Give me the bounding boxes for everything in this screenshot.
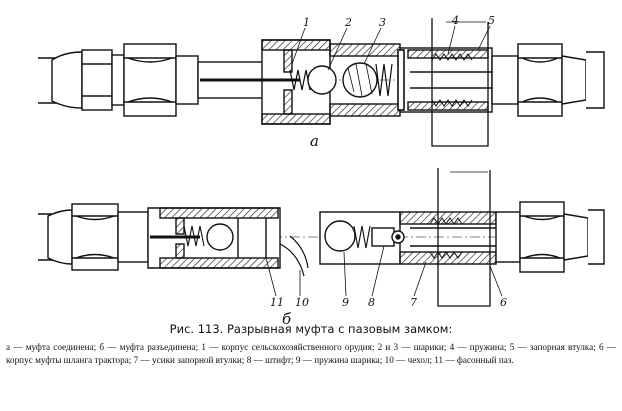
legend-line-1: а — муфта соединена; б — муфта разъедине… <box>6 342 507 352</box>
callout-6: 6 <box>500 296 507 309</box>
callout-1: 1 <box>303 16 310 29</box>
figure-caption: Рис. 113. Разрывная муфта с пазовым замк… <box>169 322 453 336</box>
label-disconnected: б <box>282 310 292 328</box>
callout-5: 5 <box>488 14 495 27</box>
callout-11: 11 <box>270 296 284 309</box>
legend-line-2: 5 — запорная втулка; 6 — корпус муфты шл… <box>6 342 616 365</box>
callout-10: 10 <box>295 296 309 309</box>
figure-legend: а — муфта соединена; б — муфта разъедине… <box>6 341 616 367</box>
legend-line-3: 10 — чехол; 11 — фасонный паз. <box>384 355 514 365</box>
coupling-diagram: 1 2 3 4 5 а <box>38 14 605 328</box>
disconnected-coupling-view <box>38 168 605 307</box>
connected-coupling-view <box>38 18 605 147</box>
callout-2: 2 <box>344 16 352 29</box>
callout-8: 8 <box>368 296 375 309</box>
label-connected: а <box>310 132 319 150</box>
callout-3: 3 <box>379 16 386 29</box>
callout-7: 7 <box>410 296 417 309</box>
callout-9: 9 <box>342 296 349 309</box>
callout-4: 4 <box>451 14 459 27</box>
